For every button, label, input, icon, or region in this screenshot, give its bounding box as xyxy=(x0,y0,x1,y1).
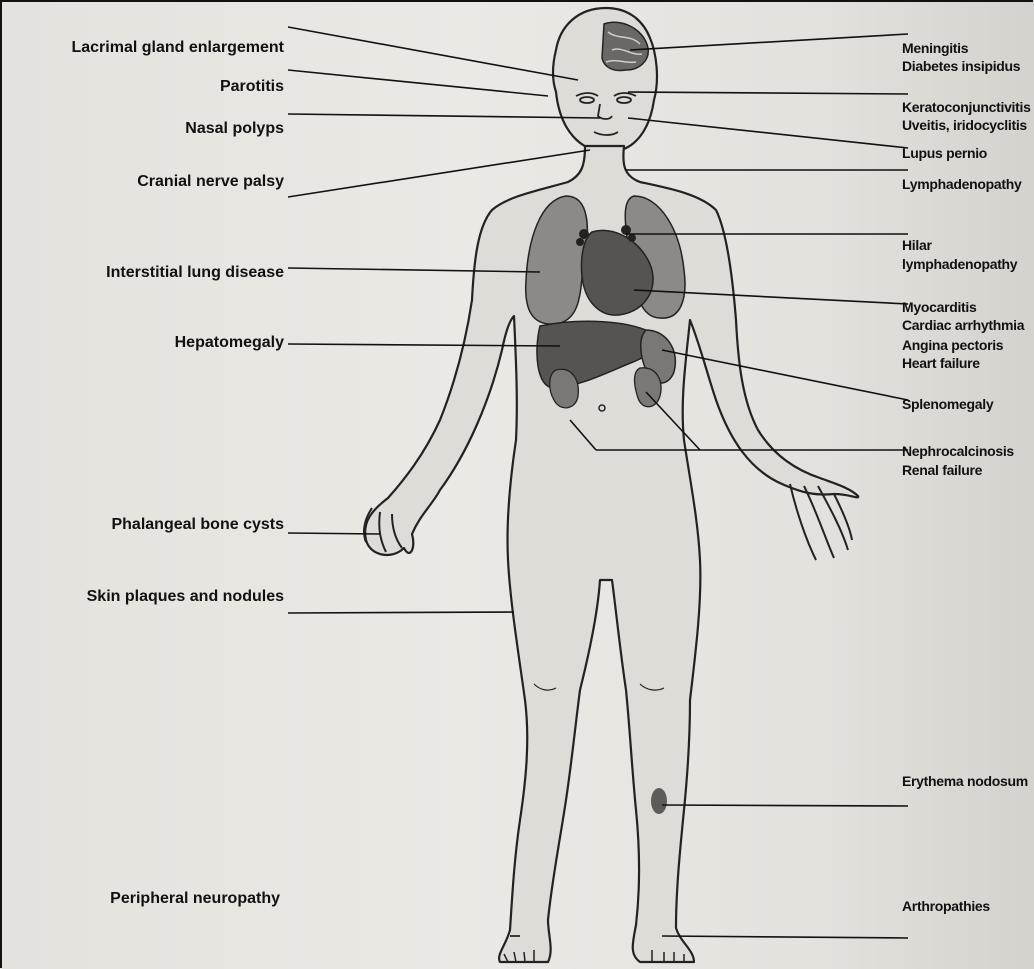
label-lacrimal-gland-enlargement: Lacrimal gland enlargement xyxy=(4,40,284,56)
label-keratoconjunctivitis: Keratoconjunctivitis xyxy=(902,100,1031,114)
label-phalangeal-bone-cysts: Phalangeal bone cysts xyxy=(4,517,284,533)
label-skin-plaques-and-nodules: Skin plaques and nodules xyxy=(4,589,284,605)
label-lymphadenopathy: Lymphadenopathy xyxy=(902,177,1021,191)
label-hilar: Hilar xyxy=(902,238,932,252)
label-angina-pectoris: Angina pectoris xyxy=(902,338,1003,352)
label-interstitial-lung-disease: Interstitial lung disease xyxy=(4,265,284,281)
label-nasal-polyps: Nasal polyps xyxy=(4,121,284,137)
label-cardiac-arrhythmia: Cardiac arrhythmia xyxy=(902,318,1024,332)
label-arthropathies: Arthropathies xyxy=(902,899,990,913)
erythema-nodosum-lesion xyxy=(651,788,667,814)
label-splenomegaly: Splenomegaly xyxy=(902,397,993,411)
label-hilar-lymphadenopathy: lymphadenopathy xyxy=(902,257,1017,271)
label-cranial-nerve-palsy: Cranial nerve palsy xyxy=(4,174,284,190)
label-nephrocalcinosis: Nephrocalcinosis xyxy=(902,444,1014,458)
label-uveitis-iridocyclitis: Uveitis, iridocyclitis xyxy=(902,118,1027,132)
label-meningitis: Meningitis xyxy=(902,41,968,55)
label-hepatomegaly: Hepatomegaly xyxy=(4,335,284,351)
label-myocarditis: Myocarditis xyxy=(902,300,977,314)
label-lupus-pernio: Lupus pernio xyxy=(902,146,987,160)
label-diabetes-insipidus: Diabetes insipidus xyxy=(902,59,1020,73)
label-heart-failure: Heart failure xyxy=(902,356,980,370)
label-peripheral-neuropathy: Peripheral neuropathy xyxy=(4,891,280,907)
label-renal-failure: Renal failure xyxy=(902,463,982,477)
label-erythema-nodosum: Erythema nodosum xyxy=(902,774,1028,788)
label-parotitis: Parotitis xyxy=(4,79,284,95)
